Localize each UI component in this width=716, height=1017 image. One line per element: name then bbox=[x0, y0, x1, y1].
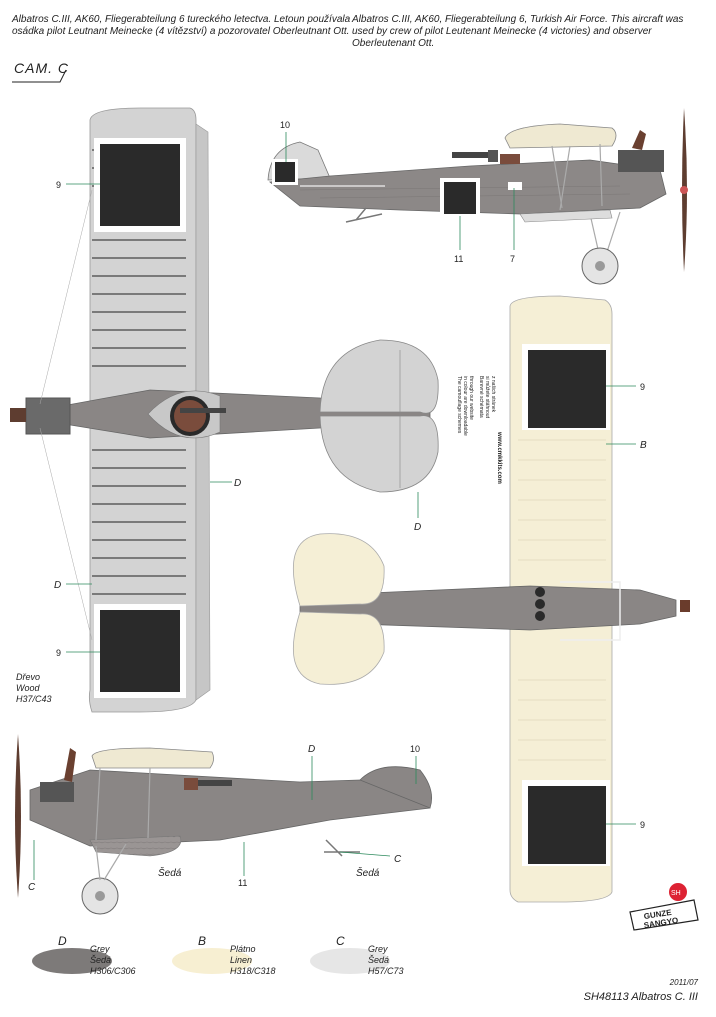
swatch-grey-d bbox=[32, 948, 112, 974]
wood-code: H37/C43 bbox=[16, 694, 52, 704]
caption-english: Albatros C.III, AK60, Fliegerabteilung 6… bbox=[352, 14, 684, 49]
underwing-cross-bottom bbox=[528, 786, 606, 864]
footer-date: 2011/07 bbox=[669, 978, 698, 987]
legend-d-line3: H306/C306 bbox=[90, 966, 136, 976]
side-view-top bbox=[267, 108, 688, 285]
legend-b-line1: Plátno bbox=[230, 944, 256, 954]
svg-text:si můžete stáhnout: si můžete stáhnout bbox=[484, 376, 491, 419]
legend-d-line2: Šedá bbox=[90, 955, 112, 965]
callout-9-right-bottom: 9 bbox=[640, 820, 645, 830]
svg-text:Barevné schémata: Barevné schémata bbox=[478, 376, 484, 418]
callout-d-wing: D bbox=[234, 478, 241, 489]
svg-text:through our website: through our website bbox=[468, 376, 474, 420]
legend-d-line1: Grey bbox=[90, 944, 110, 954]
wood-en: Wood bbox=[16, 683, 40, 693]
svg-text:GUNZE: GUNZE bbox=[643, 908, 673, 921]
callout-d-wing-low: D bbox=[54, 580, 61, 591]
wood-cz: Dřevo bbox=[16, 672, 41, 682]
plan-view-bottom bbox=[293, 295, 690, 903]
callout-d-bottom: D bbox=[308, 744, 315, 755]
legend-c-line1: Grey bbox=[368, 944, 388, 954]
callout-11-top: 11 bbox=[454, 254, 463, 264]
callout-c-left: C bbox=[28, 882, 36, 893]
underwing-cross-top bbox=[528, 350, 606, 428]
download-notice: The camouflage schemes in colour are dow… bbox=[456, 376, 502, 484]
label-seda-2: Šedá bbox=[356, 866, 380, 879]
svg-text:The camouflage schemes: The camouflage schemes bbox=[456, 376, 462, 434]
svg-text:www.cmkkits.com: www.cmkkits.com bbox=[496, 431, 502, 484]
callout-9-left-bottom: 9 bbox=[56, 648, 61, 658]
wing-cross-bottom bbox=[100, 610, 180, 692]
callout-10-top: 10 bbox=[280, 120, 290, 130]
callout-9-left-top: 9 bbox=[56, 180, 61, 190]
fuselage-cross bbox=[444, 182, 476, 214]
wood-label: Dřevo Wood H37/C43 bbox=[16, 672, 52, 705]
callout-labels: 10 11 7 9 9 D D D 9 B 9 D 10 11 C C Šedá… bbox=[28, 120, 647, 893]
svg-text:z našich stránek: z našich stránek bbox=[490, 376, 496, 413]
swatch-grey-c bbox=[310, 948, 390, 974]
callout-lines bbox=[33, 132, 636, 880]
legend-code-b: B bbox=[198, 934, 207, 948]
propeller-bottom bbox=[15, 734, 21, 898]
label-seda-1: Šedá bbox=[158, 866, 182, 879]
swatch-linen-b bbox=[172, 948, 252, 974]
gunze-sangyo-logo: SH GUNZE SANGYO bbox=[629, 883, 699, 931]
callout-11-bottom: 11 bbox=[238, 878, 247, 888]
legend-c-line3: H57/C73 bbox=[368, 966, 404, 976]
wing-cross-top bbox=[100, 144, 180, 226]
callout-7-top: 7 bbox=[510, 254, 515, 264]
camo-underline bbox=[12, 69, 67, 83]
callout-d-tail: D bbox=[414, 522, 421, 533]
tailplane-lower bbox=[319, 415, 439, 493]
svg-text:SH: SH bbox=[671, 890, 681, 897]
caption-czech: Albatros C.III, AK60, Fliegerabteilung 6… bbox=[12, 14, 351, 37]
legend-code-c: C bbox=[336, 934, 345, 948]
callout-b-right: B bbox=[640, 440, 647, 451]
rudder-cross bbox=[275, 162, 295, 182]
callout-9-right-top: 9 bbox=[640, 382, 645, 392]
callout-10-bottom: 10 bbox=[410, 744, 420, 754]
legend-c-line2: Šedá bbox=[368, 955, 390, 965]
svg-text:in colour are downloadable: in colour are downloadable bbox=[462, 376, 468, 436]
callout-c-right: C bbox=[394, 854, 402, 865]
side-view-bottom bbox=[15, 734, 433, 915]
legend-b-line3: H318/C318 bbox=[230, 966, 276, 976]
plan-view-top bbox=[10, 107, 439, 713]
tailplane-upper bbox=[319, 339, 439, 414]
legend-b-line2: Linen bbox=[230, 955, 253, 965]
camo-label: CAM. C bbox=[14, 60, 69, 76]
legend-code-d: D bbox=[58, 934, 67, 948]
footer-title: SH48113 Albatros C. III bbox=[583, 991, 698, 1003]
upper-wing-side bbox=[504, 123, 617, 149]
